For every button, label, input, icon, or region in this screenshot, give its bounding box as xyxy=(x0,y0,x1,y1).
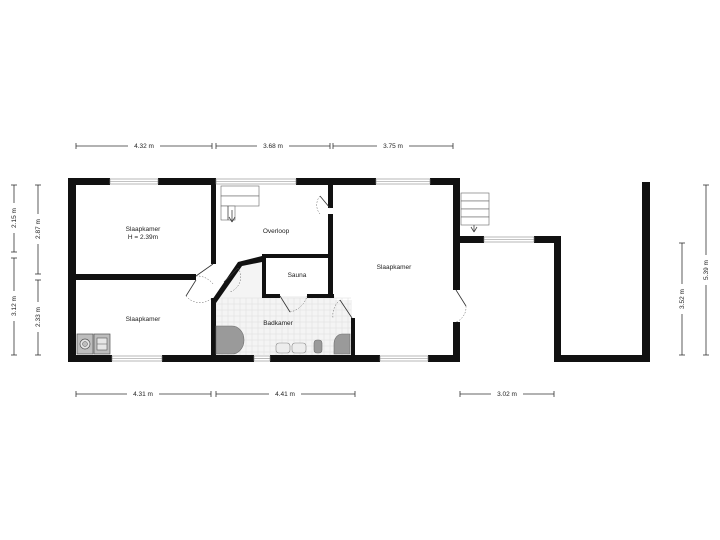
dim-right-2: 5.39 m xyxy=(703,260,710,280)
dim-right-1: 3.52 m xyxy=(679,289,686,309)
dim-left-inner-1: 2.87 m xyxy=(35,219,42,239)
stairs-right xyxy=(460,192,490,233)
dim-left-outer-1: 2.15 m xyxy=(11,208,18,228)
room-label-overloop: Overloop xyxy=(263,228,290,235)
dim-top-3: 3.75 m xyxy=(383,143,403,150)
windows xyxy=(109,178,535,362)
room-label-slaapkamer-2: Slaapkamer xyxy=(126,316,162,323)
dim-left-outer-2: 3.12 m xyxy=(11,296,18,316)
walls xyxy=(68,178,650,362)
room-label-badkamer: Badkamer xyxy=(263,320,293,327)
room-height-note: H = 2.39m xyxy=(128,234,158,241)
dim-top-2: 3.68 m xyxy=(263,143,283,150)
dim-top-1: 4.32 m xyxy=(134,143,154,150)
bathroom-fixtures xyxy=(215,325,351,355)
room-label-slaapkamer-1: Slaapkamer xyxy=(126,226,162,233)
dim-bottom-2: 4.41 m xyxy=(275,391,295,398)
laundry-appliances xyxy=(76,333,111,355)
room-label-slaapkamer-3: Slaapkamer xyxy=(377,264,413,271)
room-label-sauna: Sauna xyxy=(288,272,307,279)
dim-left-inner-2: 2.33 m xyxy=(35,307,42,327)
doors xyxy=(185,195,467,323)
dimension-labels: 4.32 m 3.68 m 3.75 m 4.31 m 4.41 m 3.02 … xyxy=(9,141,711,398)
stairs-overloop xyxy=(220,185,260,223)
dim-bottom-1: 4.31 m xyxy=(133,391,153,398)
dim-bottom-3: 3.02 m xyxy=(497,391,517,398)
